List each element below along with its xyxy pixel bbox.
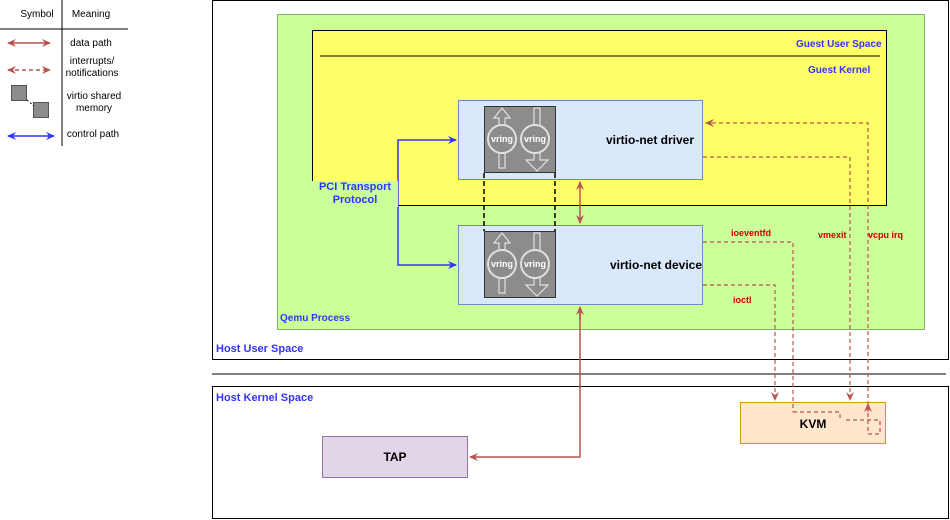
kvm-box — [740, 402, 886, 444]
kvm-vcpu-loop — [846, 403, 881, 435]
ioctl-label: ioctl — [733, 295, 752, 305]
virtio-net-device-label: virtio-net device — [610, 258, 703, 272]
driver-vring-2: vring — [520, 124, 550, 154]
legend-shared-memory-dash — [26, 99, 35, 107]
host-user-space-label: Host User Space — [216, 343, 304, 355]
qemu-process-label: Qemu Process — [280, 313, 351, 324]
vcpu-irq-label: vcpu irq — [868, 230, 904, 240]
virtio-net-driver-label: virtio-net driver — [606, 133, 695, 147]
legend-data-path-label: data path — [70, 38, 112, 49]
vcpu-irq-path — [705, 119, 869, 412]
device-tap-data-path — [469, 307, 581, 461]
legend-header-meaning: Meaning — [71, 9, 111, 20]
device-vring-2: vring — [520, 249, 550, 279]
ioeventfd-path — [703, 241, 794, 412]
legend-interrupts-label: interrupts/ notifications — [65, 56, 119, 79]
pci-transport-label: PCI Transport Protocol — [312, 181, 398, 207]
shared-memory-icon — [11, 85, 27, 101]
shared-memory-icon-2 — [33, 102, 49, 118]
tap-box — [322, 436, 468, 478]
ioctl-path — [703, 284, 779, 401]
guest-user-space-label: Guest User Space — [796, 39, 882, 50]
legend-header-symbol: Symbol — [20, 9, 54, 20]
kvm-label: KVM — [799, 417, 827, 431]
host-kernel-space-label: Host Kernel Space — [216, 392, 314, 404]
tap-label: TAP — [383, 450, 407, 464]
vmexit-path — [703, 156, 854, 401]
pci-transport-control-path — [397, 136, 457, 269]
legend-shared-memory-label: virtio shared memory — [66, 91, 122, 114]
kvm-ioeventfd-loop — [793, 411, 841, 418]
ioeventfd-label: ioeventfd — [731, 228, 772, 238]
guest-kernel-label: Guest Kernel — [808, 65, 871, 76]
vmexit-label: vmexit — [818, 230, 847, 240]
driver-vring-1: vring — [487, 124, 517, 154]
legend-control-path-label: control path — [66, 129, 120, 140]
device-vring-1: vring — [487, 249, 517, 279]
